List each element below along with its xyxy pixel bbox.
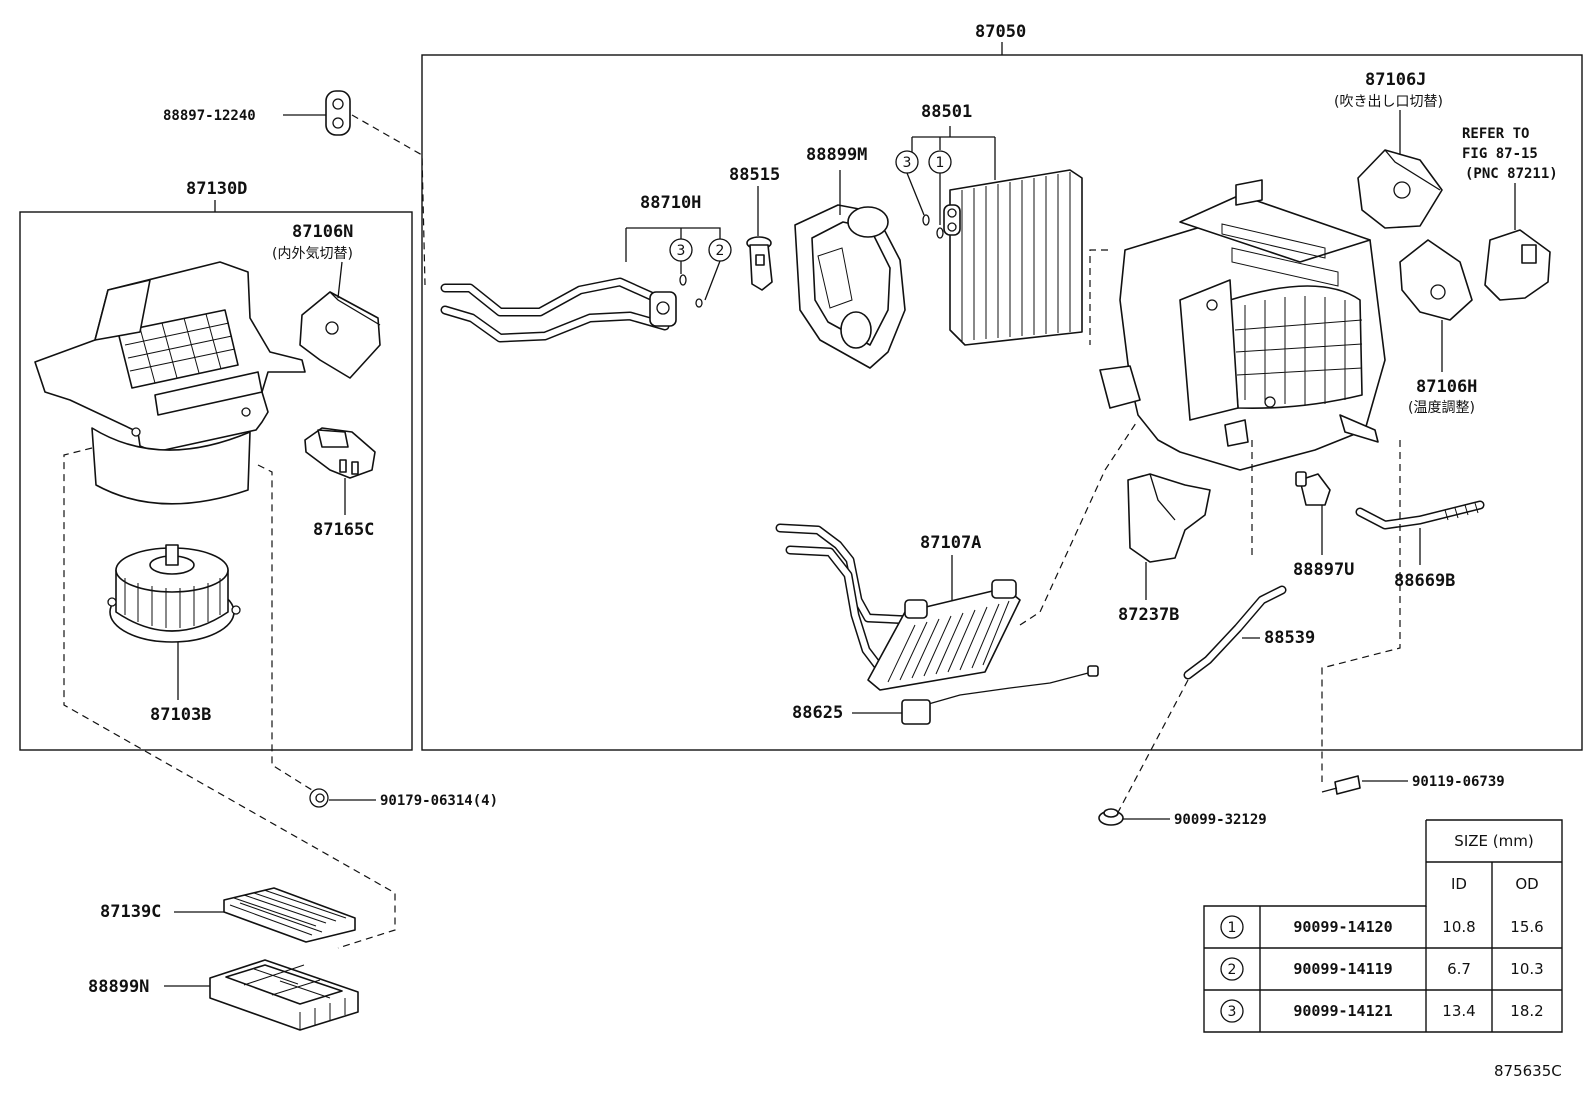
grommet-90099-32129 [1098, 808, 1124, 826]
table-row-1-id: 10.8 [1442, 918, 1475, 936]
label-87139C: 87139C [100, 902, 161, 922]
table-row-1-od: 15.6 [1510, 918, 1543, 936]
table-row-1-key: 1 [1228, 920, 1237, 936]
label-88899N: 88899N [88, 977, 149, 997]
screw-90119-06739 [1321, 775, 1361, 795]
label-88625: 88625 [792, 703, 843, 723]
label-90099-32129: 90099-32129 [1174, 812, 1267, 828]
label-87106H-function: (温度調整) [1408, 400, 1475, 416]
table-row-2-key: 2 [1228, 962, 1237, 978]
svg-text:3: 3 [903, 155, 912, 171]
table-row-2-part: 90099-14119 [1293, 960, 1392, 978]
servo-87211-ref [1484, 229, 1551, 301]
servo-87106J [1357, 149, 1443, 229]
table-row-1-part: 90099-14120 [1293, 918, 1392, 936]
duct-87237B [1127, 473, 1211, 563]
servo-87106H [1399, 239, 1473, 321]
table-header-id: ID [1451, 875, 1467, 893]
hose-88669B [1355, 500, 1485, 530]
callout-3-tube: 3 [669, 238, 693, 262]
label-87237B: 87237B [1118, 605, 1179, 625]
callout-1-evap: 1 [928, 150, 952, 174]
label-90179-06314: 90179-06314(4) [380, 793, 498, 809]
valve-88515 [746, 236, 773, 291]
table-row-3-key: 3 [1228, 1004, 1237, 1020]
refer-note-line-3: (PNC 87211) [1465, 166, 1558, 182]
thermistor-88625 [901, 665, 1099, 725]
servo-87106N [299, 291, 381, 379]
label-90119-06739: 90119-06739 [1412, 774, 1505, 790]
callout-2-tube: 2 [708, 238, 732, 262]
table-header-od: OD [1515, 875, 1538, 893]
table-row-3-od: 18.2 [1510, 1002, 1543, 1020]
refer-note-line-2: FIG 87-15 [1462, 146, 1538, 162]
filter-frame-88899N [209, 959, 359, 1031]
table-row-2-od: 10.3 [1510, 960, 1543, 978]
table-row-2-id: 6.7 [1447, 960, 1471, 978]
label-87165C: 87165C [313, 520, 374, 540]
refer-note-line-1: REFER TO [1462, 126, 1529, 142]
filter-87139C [223, 887, 356, 943]
label-88515: 88515 [729, 165, 780, 185]
blower-frame-87130D [19, 211, 413, 751]
svg-text:3: 3 [677, 243, 686, 259]
tube-88710H [440, 277, 677, 343]
cover-88899M [794, 204, 906, 369]
callout-3-evap: 3 [895, 150, 919, 174]
label-87103B: 87103B [150, 705, 211, 725]
svg-text:2: 2 [716, 243, 725, 259]
label-88669B: 88669B [1394, 571, 1455, 591]
heater-core-87107A [775, 523, 1021, 691]
table-row-3-id: 13.4 [1442, 1002, 1475, 1020]
heater-unit-case [1099, 179, 1386, 471]
blower-motor-87103B [107, 544, 241, 643]
label-87050: 87050 [975, 22, 1026, 42]
label-87106N-function: (内外気切替) [272, 246, 353, 262]
table-row-3-part: 90099-14121 [1293, 1002, 1392, 1020]
clip-88897-12240 [325, 90, 351, 136]
label-87106H: 87106H [1416, 377, 1477, 397]
label-88897U: 88897U [1293, 560, 1354, 580]
blower-housing [34, 261, 306, 505]
label-88710H: 88710H [640, 193, 701, 213]
table-header-size: SIZE (mm) [1454, 832, 1533, 850]
label-88539: 88539 [1264, 628, 1315, 648]
label-87106J-function: (吹き出し口切替) [1334, 94, 1443, 110]
hose-88539 [1183, 585, 1287, 680]
label-87130D: 87130D [186, 179, 247, 199]
nut-90179-06314 [309, 788, 329, 808]
svg-text:1: 1 [936, 155, 945, 171]
evaporator-88501 [943, 169, 1083, 346]
label-87107A: 87107A [920, 533, 981, 553]
label-87106J: 87106J [1365, 70, 1426, 90]
oring-size-table: SIZE (mm) ID OD 1 90099-14120 10.8 15.6 … [1203, 819, 1563, 1033]
sensor-88897U [1295, 471, 1331, 506]
figure-id: 875635C [1494, 1062, 1562, 1080]
resistor-87165C [304, 427, 376, 479]
label-88501: 88501 [921, 102, 972, 122]
label-88899M: 88899M [806, 145, 867, 165]
label-88897-12240: 88897-12240 [163, 108, 256, 124]
label-87106N: 87106N [292, 222, 353, 242]
